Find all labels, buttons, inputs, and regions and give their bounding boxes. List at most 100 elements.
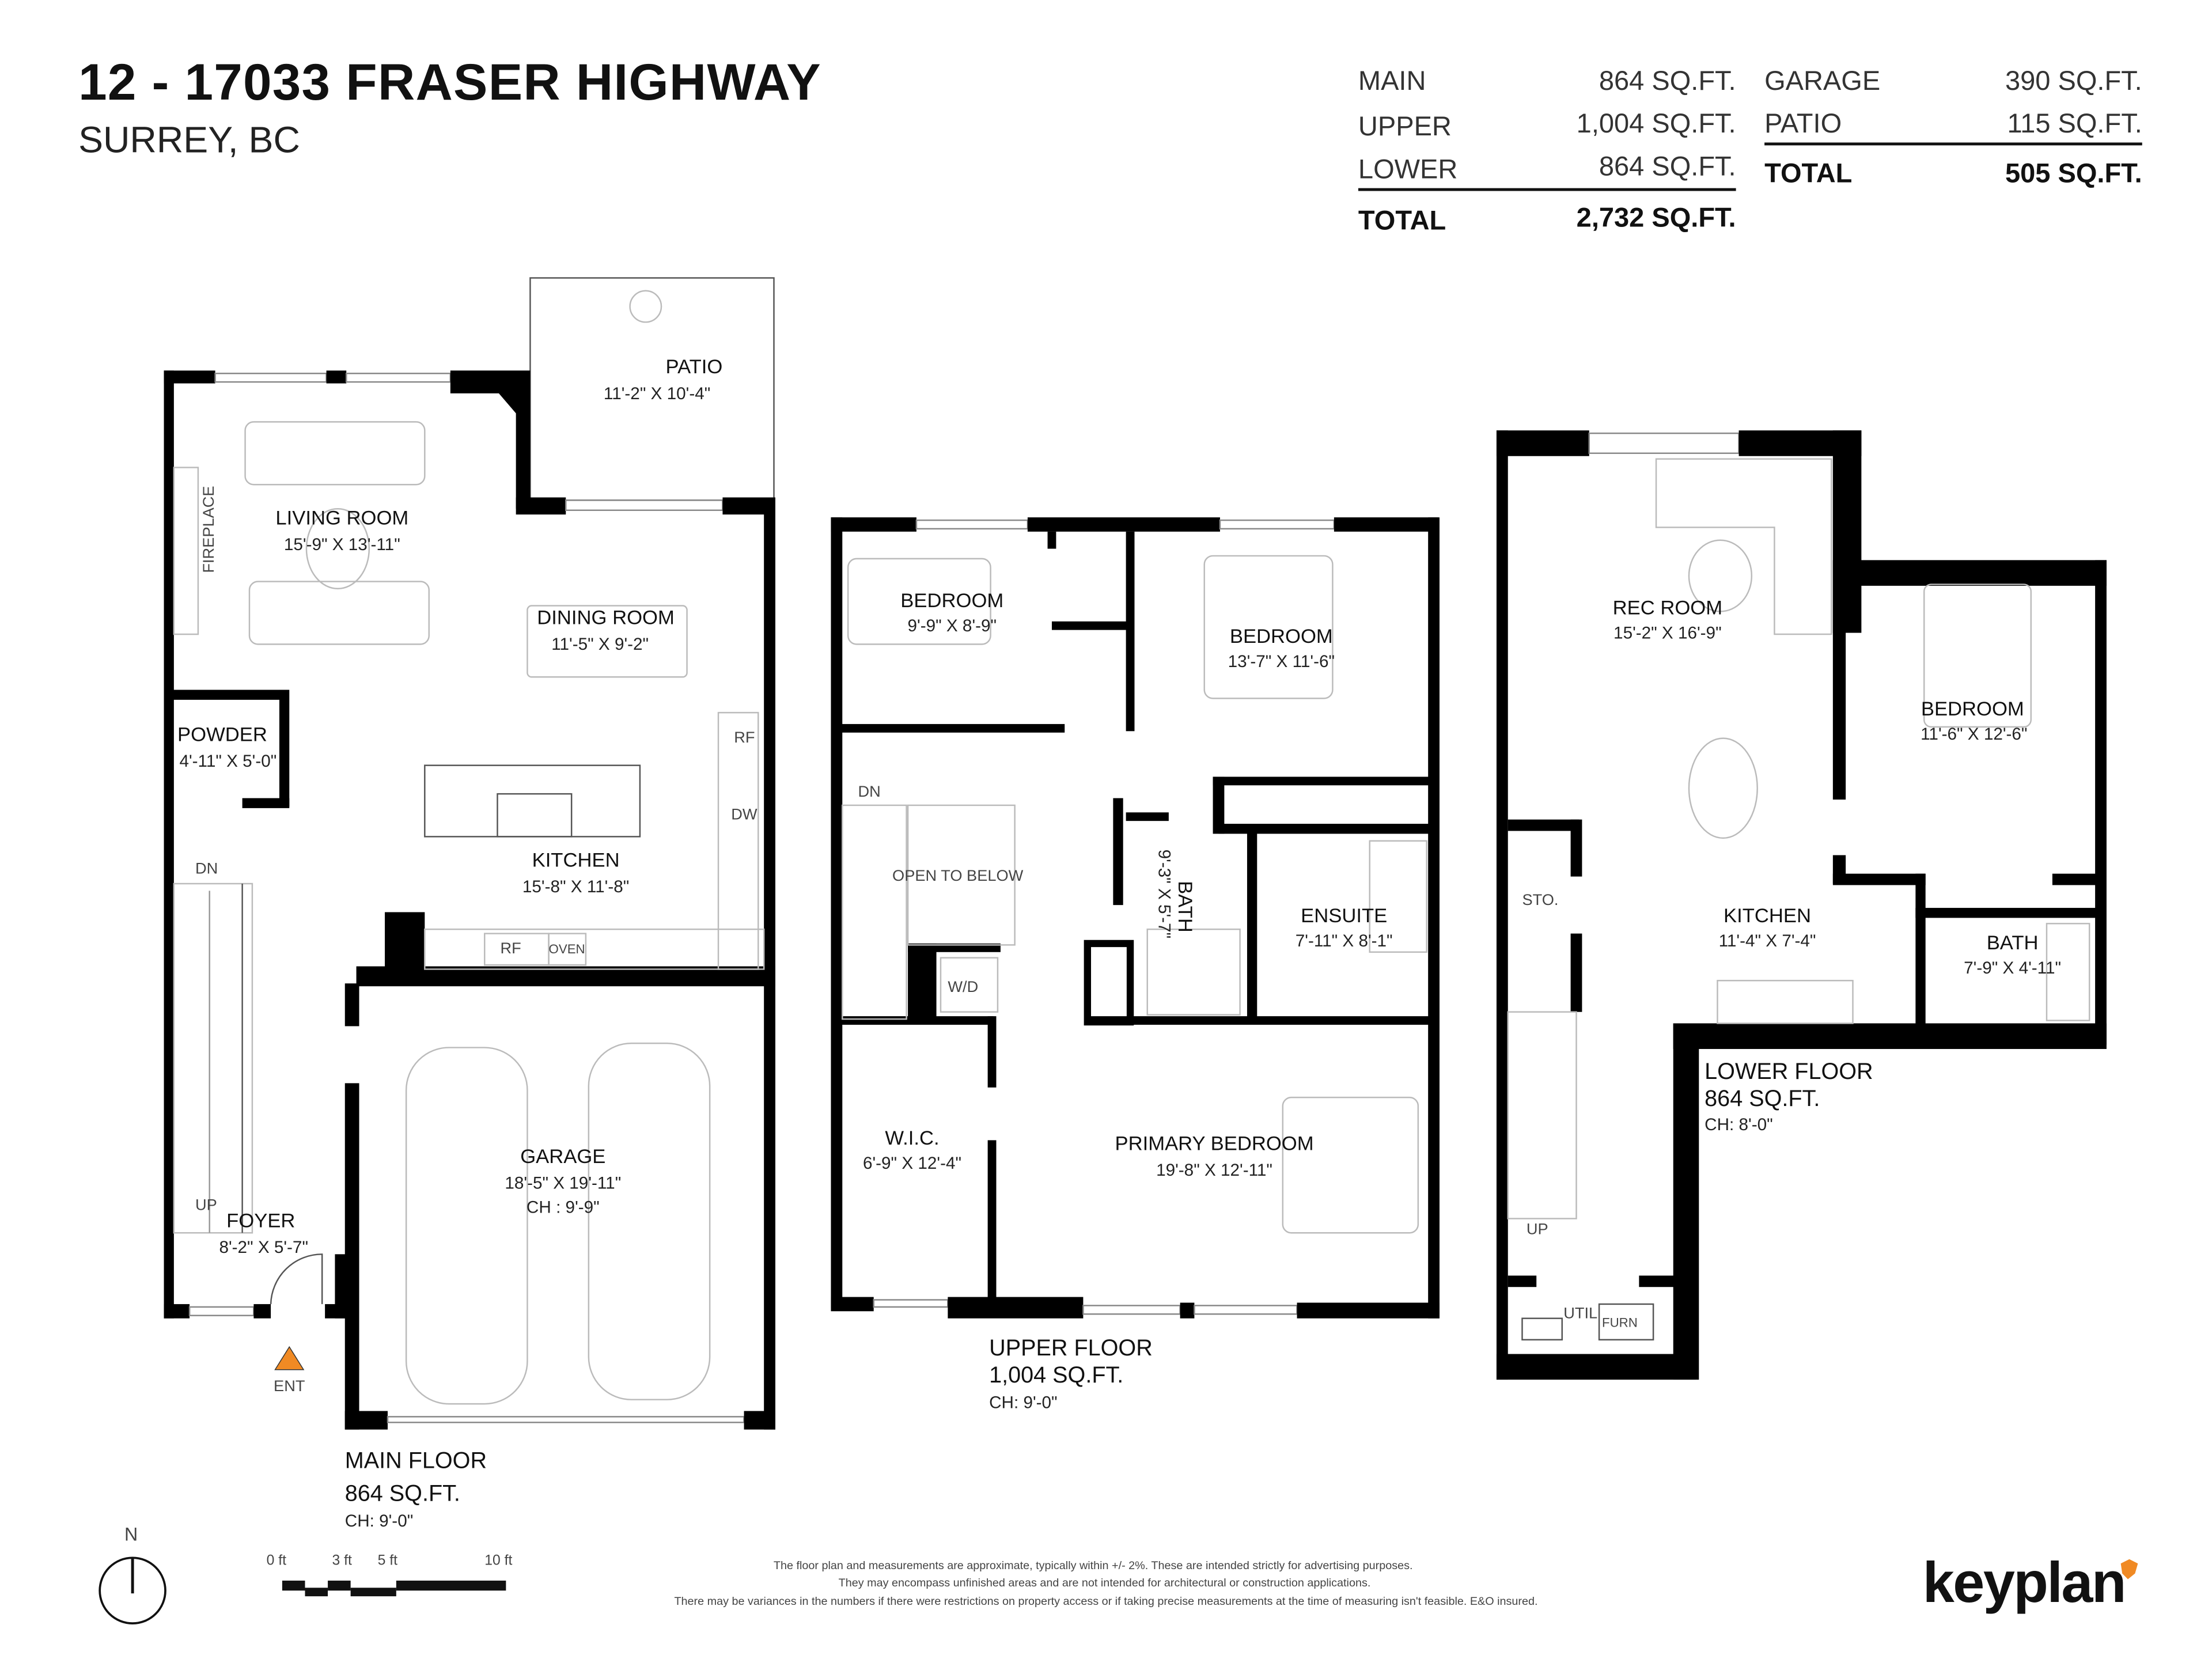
window xyxy=(873,1299,949,1308)
area-value-patio: 115 SQ.FT. xyxy=(2008,108,2142,138)
room-name-bath-lower: BATH xyxy=(1987,932,2039,954)
entry-label: ENT xyxy=(274,1377,305,1395)
wall xyxy=(1051,621,1131,630)
wall xyxy=(1213,777,1225,834)
wall xyxy=(450,370,531,509)
window xyxy=(214,373,327,383)
wall xyxy=(1334,517,1438,532)
brand-name: keyplan xyxy=(1923,1550,2125,1614)
room-name-dining-room: DINING ROOM xyxy=(537,607,675,629)
wall xyxy=(744,1411,775,1430)
wall xyxy=(987,1140,997,1312)
open-to-below-area xyxy=(907,804,1016,946)
wall xyxy=(831,517,916,532)
window xyxy=(1588,432,1740,454)
wall xyxy=(831,517,843,1309)
entry-marker-icon xyxy=(274,1346,305,1370)
room-name-powder: POWDER xyxy=(177,724,267,746)
area-value-other-total: 505 SQ.FT. xyxy=(2005,158,2142,188)
wall xyxy=(1915,873,1926,1024)
counter xyxy=(717,711,759,970)
scale-tick-0: 0 ft xyxy=(267,1553,287,1569)
counter xyxy=(424,928,765,970)
room-name-bedroom-lower: BEDROOM xyxy=(1921,698,2024,720)
scale-tick-10: 10 ft xyxy=(484,1553,512,1569)
area-value-garage: 390 SQ.FT. xyxy=(2005,65,2142,96)
wall xyxy=(1126,531,1135,732)
bathtub xyxy=(1146,928,1241,1016)
wall xyxy=(1832,585,1846,800)
stairs-up-label: UP xyxy=(1527,1220,1548,1238)
property-address: 12 - 17033 FRASER HIGHWAY xyxy=(78,53,821,111)
room-name-primary-bedroom: PRIMARY BEDROOM xyxy=(1115,1133,1314,1155)
bathtub xyxy=(2046,923,2090,1021)
area-summary-other: GARAGE 390 SQ.FT. PATIO 115 SQ.FT. TOTAL… xyxy=(1764,65,2142,188)
floor-name-main: MAIN FLOOR xyxy=(345,1448,487,1473)
wall xyxy=(1508,1275,1537,1287)
furnace xyxy=(1598,1303,1654,1341)
wall xyxy=(1496,430,1508,1380)
brand-logo[interactable]: keyplan xyxy=(1923,1550,2138,1614)
wall xyxy=(908,943,937,1022)
dining-table xyxy=(1688,737,1758,839)
room-name-patio: PATIO xyxy=(666,356,723,378)
room-dims-kitchen: 15'-8" X 11'-8" xyxy=(522,877,629,896)
upper-stairs[interactable] xyxy=(842,804,907,1020)
wall xyxy=(831,1297,874,1312)
room-dims-wic: 6'-9" X 12'-4" xyxy=(863,1154,961,1173)
entry-door[interactable] xyxy=(270,1253,323,1304)
floor-name-lower: LOWER FLOOR xyxy=(1705,1059,1873,1084)
car xyxy=(588,1042,711,1400)
main-floor: FIREPLACE PATIO 11'-2" X 10'-4" LIVING R… xyxy=(164,277,775,1531)
main-stairs[interactable] xyxy=(173,882,253,1234)
north-arrow: N xyxy=(99,1524,166,1624)
room-dims-rec-room: 15'-2" X 16'-9" xyxy=(1613,623,1722,642)
car xyxy=(405,1047,528,1405)
disclaimer: The floor plan and measurements are appr… xyxy=(674,1559,1537,1608)
shower xyxy=(1369,840,1427,953)
area-label-upper: UPPER xyxy=(1358,111,1452,141)
disclaimer-line-3: There may be variances in the numbers if… xyxy=(674,1595,1537,1608)
room-name-kitchen: KITCHEN xyxy=(532,849,620,871)
area-label-patio: PATIO xyxy=(1764,108,1842,138)
patio-table xyxy=(629,290,662,323)
kitchen-island xyxy=(424,764,641,838)
room-name-foyer: FOYER xyxy=(226,1210,295,1232)
area-label-lower: LOWER xyxy=(1358,153,1457,184)
window xyxy=(1219,519,1335,530)
area-divider xyxy=(1358,188,1736,191)
area-value-total: 2,732 SQ.FT. xyxy=(1577,202,1736,232)
disclaimer-line-1: The floor plan and measurements are appr… xyxy=(774,1559,1413,1572)
wall xyxy=(1496,430,1589,456)
lower-stairs[interactable] xyxy=(1507,1011,1577,1219)
wall xyxy=(164,1304,190,1319)
wall xyxy=(335,1254,357,1319)
window xyxy=(346,373,452,383)
area-label-total: TOTAL xyxy=(1358,204,1446,235)
sofa xyxy=(248,581,430,645)
wall xyxy=(344,1411,388,1430)
lower-floor: REC ROOM 15'-2" X 16'-9" BEDROOM 11'-6" … xyxy=(1496,430,2107,1380)
room-dims-bedroom-lower: 11'-6" X 12'-6" xyxy=(1921,725,2027,744)
fox-logo-icon xyxy=(2120,1559,2138,1580)
storage-label: STO. xyxy=(1522,891,1558,908)
room-name-garage: GARAGE xyxy=(520,1146,605,1168)
area-label-garage: GARAGE xyxy=(1764,65,1880,96)
kitchen-counter xyxy=(1717,980,1854,1024)
property-city: SURREY, BC xyxy=(78,119,300,161)
wall xyxy=(1180,1302,1195,1319)
furnace-label: FURN xyxy=(1602,1316,1638,1330)
oven xyxy=(548,933,587,966)
room-dims-bedroom-2: 9'-9" X 8'-9" xyxy=(908,616,997,635)
wall xyxy=(1126,812,1169,821)
wall xyxy=(1915,908,2101,918)
wall xyxy=(1113,798,1123,906)
room-name-bedroom-2: BEDROOM xyxy=(900,590,1003,612)
coffee-table xyxy=(305,508,370,590)
wall xyxy=(836,724,1065,733)
scale-tick-5: 5 ft xyxy=(378,1553,398,1569)
wall xyxy=(344,983,359,1027)
room-name-living-room: LIVING ROOM xyxy=(275,507,408,529)
scale-segment xyxy=(305,1588,328,1597)
